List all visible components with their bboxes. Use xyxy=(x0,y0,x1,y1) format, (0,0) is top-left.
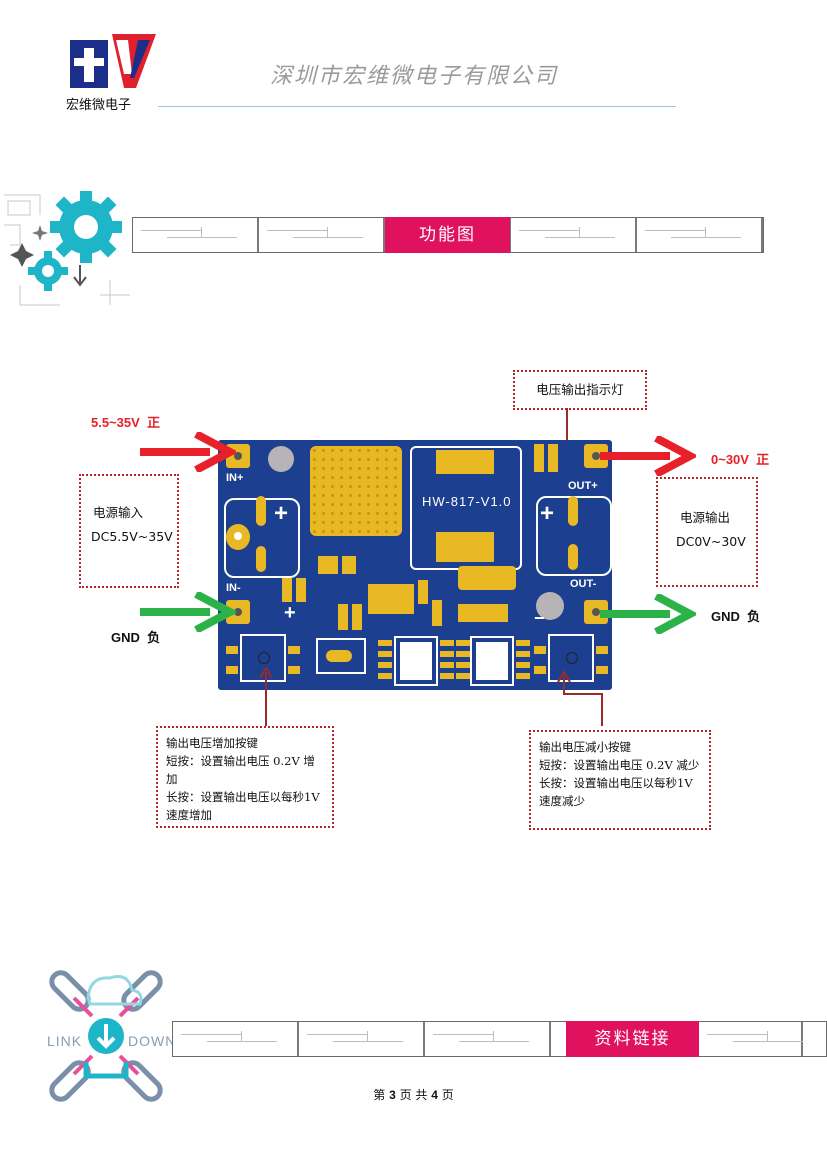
links-banner-strip xyxy=(172,1021,827,1057)
plus-mark: + xyxy=(274,500,289,527)
smd-pad xyxy=(458,604,508,622)
power-output-title: 电源输出 xyxy=(680,510,731,525)
chip-pad-bottom xyxy=(436,532,494,562)
button-pad xyxy=(534,666,546,674)
cap-pad xyxy=(256,496,266,526)
smd-pad xyxy=(352,604,362,630)
links-title: 资料链接 xyxy=(566,1021,699,1057)
decrease-button-outline[interactable] xyxy=(548,634,594,682)
footer-page-number: 3 xyxy=(389,1088,396,1102)
decrease-note-box: 输出电压减小按键 短按：设置输出电压 0.2V 减少 长按：设置输出电压以每秒1… xyxy=(529,730,711,830)
cap-pad xyxy=(568,496,578,526)
power-input-title: 电源输入 xyxy=(93,505,144,520)
button-pad xyxy=(288,666,300,674)
input-positive-label: 5.5~35V 正 xyxy=(91,415,161,430)
plus-mark: + xyxy=(540,500,555,527)
chip-pins xyxy=(378,640,392,680)
link-text: LINK xyxy=(47,1033,83,1049)
header-divider xyxy=(158,106,676,107)
power-output-range: DC0V~30V xyxy=(676,534,746,549)
out-plus-label: OUT+ xyxy=(568,480,598,492)
chip-u2 xyxy=(470,636,514,686)
output-negative-arrow xyxy=(600,594,696,634)
button-pad xyxy=(596,666,608,674)
cap-pad xyxy=(568,544,578,570)
footer-middle: 页 共 xyxy=(399,1088,428,1102)
led-pad xyxy=(534,444,544,472)
logo-text: 宏维微电子 xyxy=(66,98,132,113)
indicator-box: 电压输出指示灯 xyxy=(513,370,647,410)
inductor xyxy=(310,446,402,536)
input-negative-arrow xyxy=(140,592,236,632)
pcb-board: IN+ IN- OUT+ OUT- HW-817-V1.0 + + − + xyxy=(218,440,612,690)
company-logo xyxy=(64,18,160,90)
increase-note-text: 输出电压增加按键 短按：设置输出电压 0.2V 增加 长按：设置输出电压以每秒1… xyxy=(166,736,320,822)
chip-u1 xyxy=(394,636,438,686)
hv-logo-icon xyxy=(70,34,156,88)
output-positive-label: 0~30V 正 xyxy=(711,452,770,467)
input-negative-label: GND 负 xyxy=(111,630,161,645)
output-positive-arrow xyxy=(600,436,696,476)
cap-pad xyxy=(256,546,266,572)
out-minus-label: OUT- xyxy=(570,578,597,590)
company-name: 深圳市宏维微电子有限公司 xyxy=(270,64,559,89)
link-download-icon xyxy=(49,970,163,1102)
footer-suffix: 页 xyxy=(441,1088,454,1102)
board-model-label: HW-817-V1.0 xyxy=(422,494,512,509)
mounting-hole xyxy=(268,446,294,472)
mounting-hole xyxy=(536,592,564,620)
down-text: DOWN xyxy=(128,1033,177,1049)
link-download-decoration xyxy=(40,968,172,1104)
minus-mark: − xyxy=(534,608,545,628)
increase-pointer xyxy=(259,666,273,728)
smd-pad xyxy=(418,580,428,604)
plus-mark: + xyxy=(284,602,296,624)
gear-icon xyxy=(4,191,130,306)
out-minus-pad xyxy=(584,600,608,624)
power-output-box: 电源输出 DC0V~30V xyxy=(656,477,758,587)
power-input-box: 电源输入 DC5.5V~35V xyxy=(79,474,179,588)
led-pad xyxy=(548,444,558,472)
jumper-outline xyxy=(316,638,366,674)
smd-pad xyxy=(296,578,306,602)
page-footer: 第 3 页 共 4 页 xyxy=(0,1086,827,1103)
output-negative-label: GND 负 xyxy=(711,609,761,624)
button-pad xyxy=(288,646,300,654)
smd-pad xyxy=(282,578,292,602)
footer-prefix: 第 xyxy=(373,1088,386,1102)
chip-pad-top xyxy=(436,450,494,474)
smd-pad xyxy=(432,600,442,626)
button-pad xyxy=(534,646,546,654)
gear-decoration xyxy=(0,185,136,310)
in-plus-label: IN+ xyxy=(226,472,244,484)
in-minus-label: IN- xyxy=(226,582,241,594)
increase-button-outline[interactable] xyxy=(240,634,286,682)
footer-total-pages: 4 xyxy=(431,1088,438,1102)
button-pad xyxy=(596,646,608,654)
chip-pins xyxy=(456,640,470,680)
button-pad xyxy=(226,646,238,654)
decrease-pointer xyxy=(557,670,603,726)
smd-pad xyxy=(368,584,414,614)
section-title: 功能图 xyxy=(385,217,510,253)
smd-pad xyxy=(342,556,356,574)
round-component xyxy=(226,524,250,550)
indicator-label: 电压输出指示灯 xyxy=(536,382,624,397)
smd-pad xyxy=(458,566,516,590)
smd-pad xyxy=(318,556,338,574)
power-input-range: DC5.5V~35V xyxy=(91,529,173,544)
smd-pad xyxy=(338,604,348,630)
chip-pins xyxy=(516,640,530,680)
increase-note-box: 输出电压增加按键 短按：设置输出电压 0.2V 增加 长按：设置输出电压以每秒1… xyxy=(156,726,334,828)
decrease-note-text: 输出电压减小按键 短按：设置输出电压 0.2V 减少 长按：设置输出电压以每秒1… xyxy=(539,740,700,808)
input-positive-arrow xyxy=(140,432,236,472)
button-pad xyxy=(226,666,238,674)
chip-pins xyxy=(440,640,454,680)
